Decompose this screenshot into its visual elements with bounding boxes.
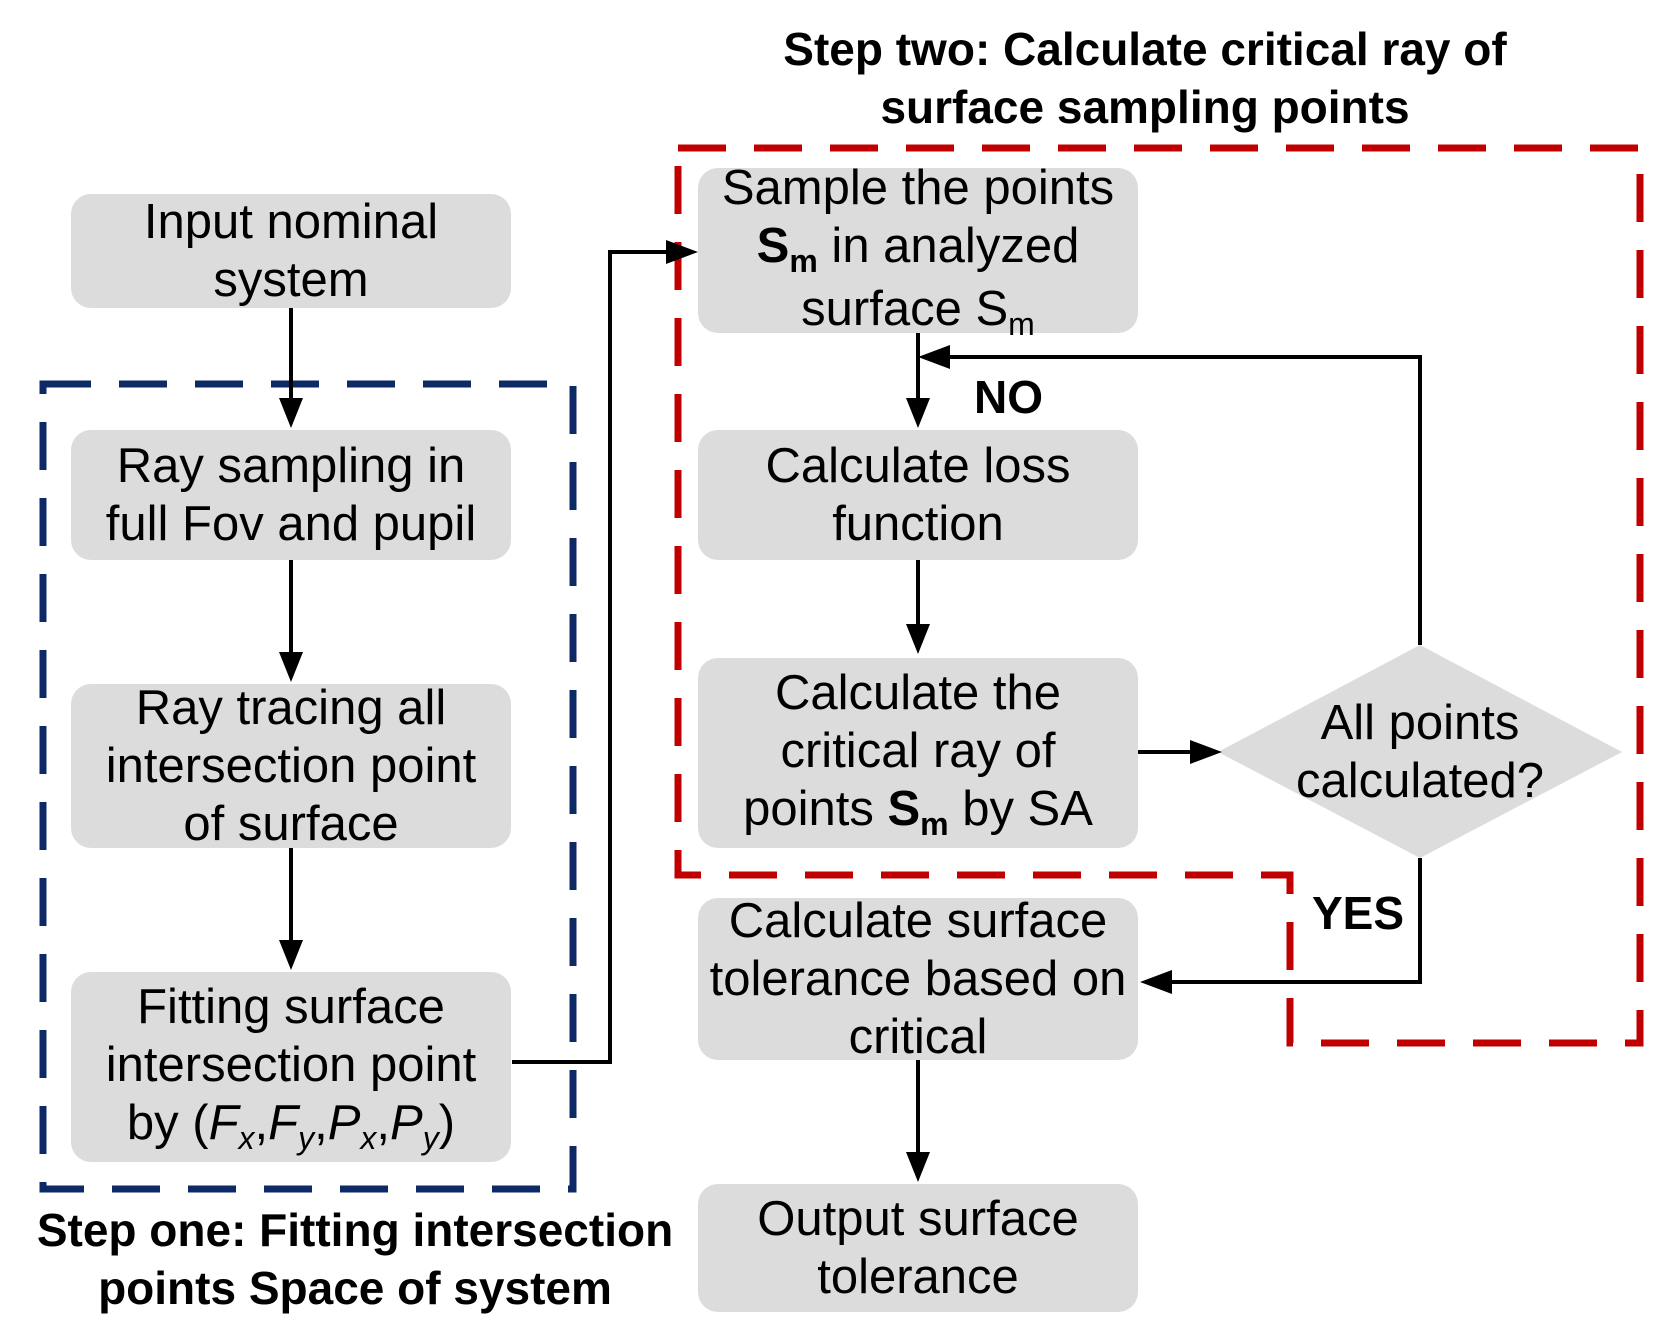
arrowhead-decision — [1190, 740, 1222, 764]
input-nominal-system-box[interactable]: Input nominal system — [71, 194, 511, 308]
arrow-no-loop — [924, 355, 1422, 645]
decision-line1: All points — [1320, 696, 1520, 750]
critical-line2: critical ray of — [780, 723, 1056, 778]
arrowhead-loss — [906, 398, 930, 428]
ray-tracing-line3: of surface — [183, 797, 399, 851]
loss-function-box[interactable]: Calculate loss function — [698, 430, 1138, 560]
yes-label: YES — [1312, 887, 1405, 939]
ray-sampling-box[interactable]: Ray sampling in full Fov and pupil — [71, 430, 511, 560]
tolerance-line2: tolerance based on — [709, 952, 1127, 1006]
fitting-surface-box[interactable]: Fitting surface intersection point by (F… — [71, 972, 511, 1162]
decision-text: All points calculated? — [1238, 694, 1602, 810]
fitting-line1: Fitting surface — [137, 979, 445, 1034]
input-box-line1: Input nominal — [143, 195, 439, 249]
tolerance-line3: critical — [848, 1010, 988, 1064]
arrow-yes — [1146, 858, 1422, 984]
critical-ray-box[interactable]: Calculate the critical ray of points Sm … — [698, 658, 1138, 848]
arrowhead-sampling — [279, 398, 303, 428]
ray-sampling-line2: full Fov and pupil — [105, 497, 477, 551]
step-one-title-line2: points Space of system — [98, 1262, 612, 1314]
step-two-region — [674, 144, 1644, 1047]
ray-sampling-line1: Ray sampling in — [116, 439, 466, 493]
arrowhead-yes — [1140, 970, 1172, 994]
fitting-line3: by (Fx,Fy,Px,Py) — [126, 1095, 456, 1156]
loss-line1: Calculate loss — [765, 439, 1071, 493]
arrowhead-sample — [666, 240, 698, 264]
step-one-title: Step one: Fitting intersection points Sp… — [0, 1201, 710, 1317]
output-line2: tolerance — [817, 1250, 1019, 1304]
sample-line2: Sm in analyzed — [756, 218, 1080, 279]
loss-line2: function — [832, 497, 1004, 551]
output-tolerance-box[interactable]: Output surface tolerance — [698, 1184, 1138, 1312]
arrowhead-tracing — [279, 652, 303, 682]
decision-line2: calculated? — [1296, 754, 1544, 808]
step-two-title-line1: Step two: Calculate critical ray of — [783, 23, 1507, 75]
arrowhead-fitting — [279, 940, 303, 970]
fitting-line2: intersection point — [105, 1037, 477, 1092]
surface-tolerance-box[interactable]: Calculate surface tolerance based on cri… — [698, 894, 1138, 1064]
sample-line1: Sample the points — [721, 160, 1115, 215]
input-box-line2: system — [213, 253, 369, 307]
arrowhead-critical — [906, 624, 930, 654]
arrowhead-output — [906, 1152, 930, 1182]
tolerance-line1: Calculate surface — [728, 894, 1108, 948]
step-two-title-line2: surface sampling points — [880, 81, 1410, 133]
ray-tracing-line1: Ray tracing all — [135, 681, 447, 735]
critical-line1: Calculate the — [774, 665, 1061, 720]
output-line1: Output surface — [757, 1192, 1079, 1246]
arrow-fitting-to-sample — [512, 250, 690, 1064]
step-one-region — [39, 380, 577, 1193]
decision-diamond[interactable] — [1218, 645, 1622, 858]
ray-tracing-line2: intersection point — [105, 739, 477, 793]
step-one-title-line1: Step one: Fitting intersection — [36, 1204, 674, 1256]
step-two-title: Step two: Calculate critical ray of surf… — [700, 20, 1590, 136]
ray-tracing-box[interactable]: Ray tracing all intersection point of su… — [71, 681, 511, 851]
sample-points-box[interactable]: Sample the points Sm in analyzed surface… — [698, 161, 1138, 342]
critical-line3: points Sm by SA — [743, 781, 1093, 842]
arrowhead-no-loop — [918, 345, 950, 369]
no-label: NO — [974, 371, 1043, 423]
sample-line3: surface Sm — [801, 281, 1035, 342]
